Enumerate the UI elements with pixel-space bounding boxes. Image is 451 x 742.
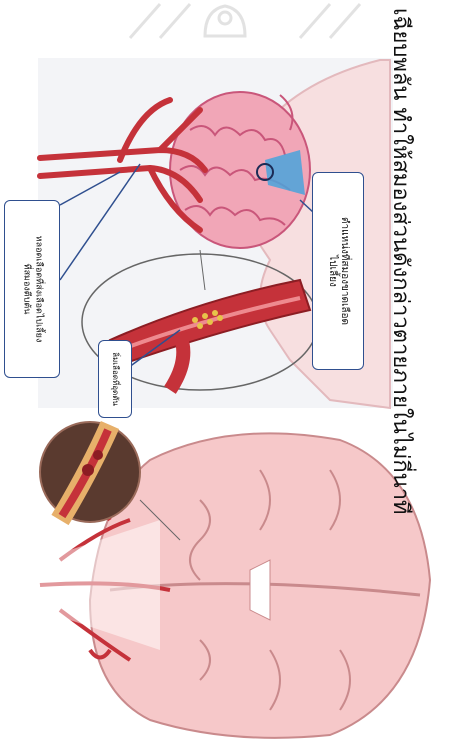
magnified-artery bbox=[40, 422, 140, 522]
callout-clot: ลิ่มเลือดที่อุดตัน bbox=[98, 340, 132, 418]
page-heading: เฉียบพลัน ทำให้สมองส่วนดังกล่าวตายภายในไ… bbox=[382, 8, 418, 734]
callout-blood-vessel: หลอดเลือดที่ส่งเลือดไปเลี้ยง ที่สมองตีบต… bbox=[4, 200, 60, 378]
callout-brain-region-text: ตำแหน่งที่สมองขาดเลือด ไปเลี้ยง bbox=[326, 217, 350, 325]
crest-watermark bbox=[130, 4, 360, 38]
callout-clot-text: ลิ่มเลือดที่อุดตัน bbox=[109, 352, 121, 406]
callout-blood-vessel-text: หลอดเลือดที่ส่งเลือดไปเลี้ยง ที่สมองตีบต… bbox=[20, 236, 44, 343]
callout-brain-region: ตำแหน่งที่สมองขาดเลือด ไปเลี้ยง bbox=[312, 172, 364, 370]
